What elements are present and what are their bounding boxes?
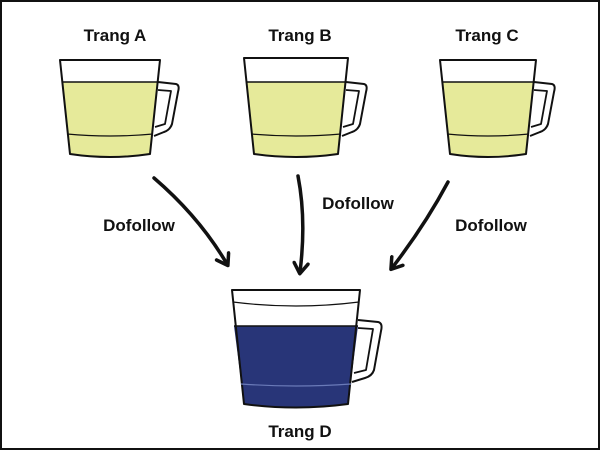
- arrow-c-to-d: [389, 180, 450, 272]
- arrow-b-to-d: [292, 174, 310, 276]
- node-label-a: Trang A: [83, 26, 147, 45]
- node-label-d: Trang D: [268, 422, 332, 441]
- edge-label-b-to-d: Dofollow: [322, 194, 394, 213]
- cup-icon-b: [243, 57, 368, 158]
- cup-icon-c: [439, 59, 556, 158]
- arrow-a-to-d: [152, 176, 231, 268]
- edge-label-a-to-d: Dofollow: [103, 216, 175, 235]
- cup-icon-a: [59, 59, 180, 158]
- node-label-c: Trang C: [455, 26, 519, 45]
- node-label-b: Trang B: [268, 26, 332, 45]
- edge-label-c-to-d: Dofollow: [455, 216, 527, 235]
- cup-icon-d: [231, 289, 383, 409]
